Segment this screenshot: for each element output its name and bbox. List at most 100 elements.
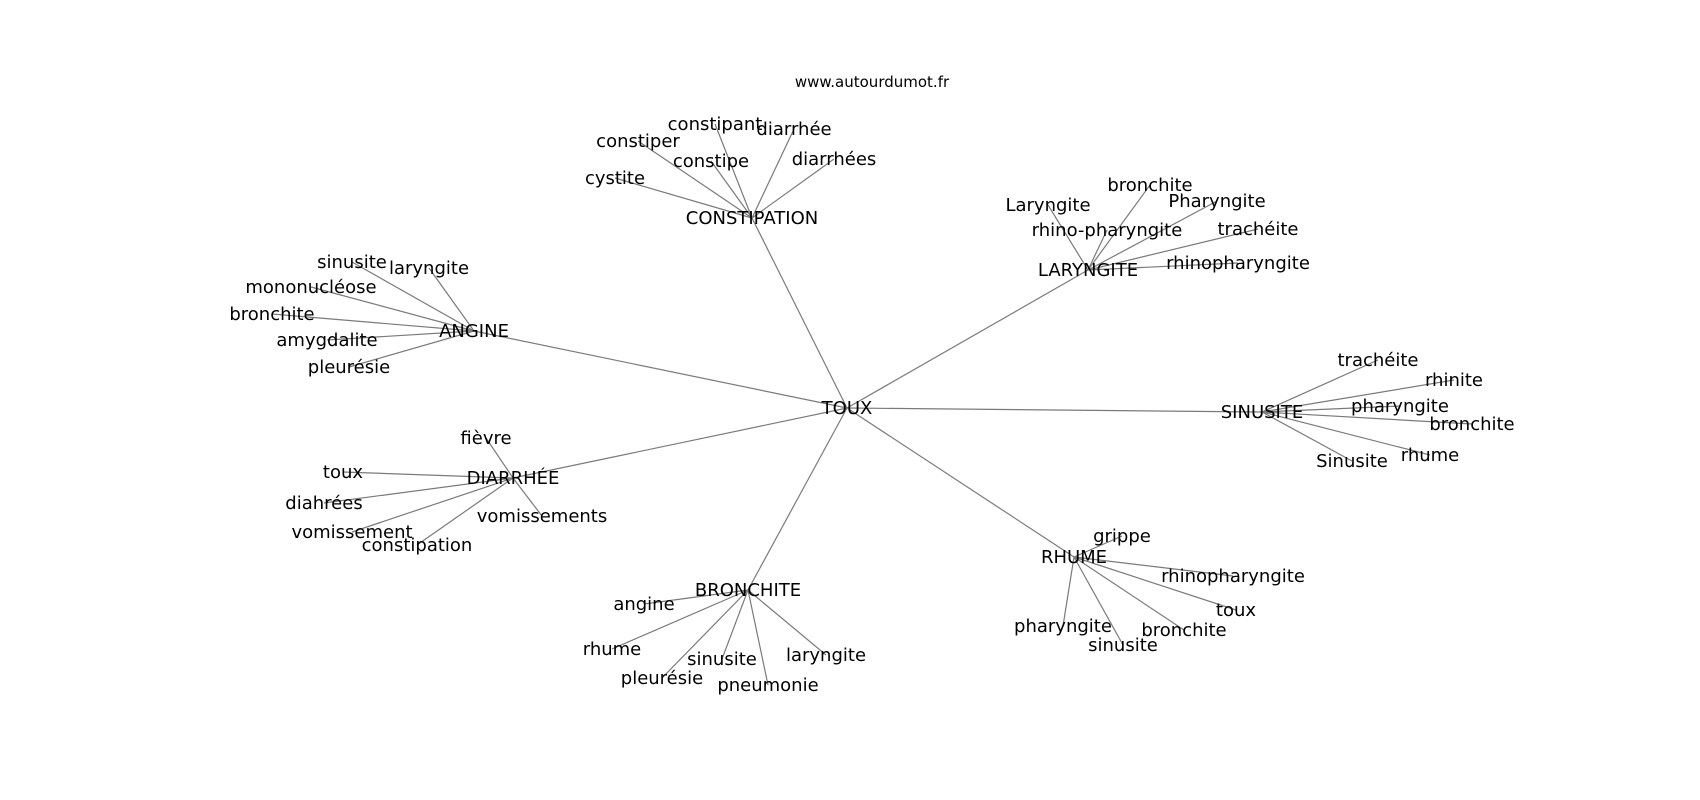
leaf-node-constipation-constipe: constipe bbox=[673, 151, 749, 172]
leaf-node-angine-bronchite: bronchite bbox=[229, 304, 314, 325]
edge-diarrhee-diahrees bbox=[323, 477, 514, 504]
leaf-node-angine-pleuresie: pleurésie bbox=[308, 357, 390, 378]
edge-bronchite-laryngite bbox=[747, 589, 827, 656]
edge-bronchite-pleuresie bbox=[661, 589, 749, 679]
leaf-node-diarrhee-constipation: constipation bbox=[362, 535, 473, 556]
edge-bronchite-pneumonie bbox=[747, 589, 769, 686]
hub-node-constipation: CONSTIPATION bbox=[686, 208, 819, 229]
leaf-node-sinusite-sinusite: Sinusite bbox=[1316, 451, 1388, 472]
leaf-node-laryngite-pharyngite: Pharyngite bbox=[1168, 191, 1265, 212]
leaf-node-laryngite-rhino-pharyngite: rhino-pharyngite bbox=[1032, 220, 1183, 241]
edge-sinusite-sinusite bbox=[1261, 411, 1353, 462]
leaf-node-bronchite-angine: angine bbox=[613, 594, 674, 615]
edge-center-sinusite bbox=[846, 407, 1263, 413]
edge-bronchite-angine bbox=[643, 589, 749, 605]
edge-angine-amygdalite bbox=[326, 330, 475, 341]
hub-node-rhume: RHUME bbox=[1041, 547, 1107, 568]
leaf-node-sinusite-rhume: rhume bbox=[1401, 445, 1460, 466]
edge-center-laryngite bbox=[846, 269, 1089, 409]
leaf-node-bronchite-pleuresie: pleurésie bbox=[621, 668, 703, 689]
edge-constipation-constipant bbox=[714, 123, 753, 219]
edge-rhume-rhinopharyngite bbox=[1073, 556, 1234, 577]
hub-node-bronchite: BRONCHITE bbox=[695, 580, 801, 601]
leaf-node-bronchite-sinusite: sinusite bbox=[687, 649, 757, 670]
leaf-node-sinusite-pharyngite: pharyngite bbox=[1351, 396, 1449, 417]
leaf-node-constipation-constipant: constipant bbox=[668, 114, 763, 135]
edge-constipation-cystite bbox=[614, 177, 753, 219]
hub-node-angine: ANGINE bbox=[439, 321, 509, 342]
edge-center-constipation bbox=[751, 217, 848, 409]
leaf-node-rhume-grippe: grippe bbox=[1093, 526, 1151, 547]
leaf-node-sinusite-rhinite: rhinite bbox=[1425, 370, 1483, 391]
edge-laryngite-pharyngite bbox=[1087, 200, 1218, 271]
leaf-node-sinusite-tracheite: trachéite bbox=[1338, 350, 1419, 371]
edge-diarrhee-toux bbox=[342, 471, 514, 479]
edge-angine-sinusite bbox=[351, 261, 475, 332]
edge-constipation-constipe bbox=[710, 160, 753, 219]
edge-laryngite-rhino-pharyngite bbox=[1087, 229, 1108, 271]
edge-angine-mononucleose bbox=[310, 286, 475, 332]
leaf-node-constipation-diarrhee: diarrhée bbox=[756, 119, 831, 140]
leaf-node-angine-sinusite: sinusite bbox=[317, 252, 387, 273]
leaf-node-laryngite-rhinopharyngite: rhinopharyngite bbox=[1166, 253, 1310, 274]
leaf-node-constipation-diarrhees: diarrhées bbox=[792, 149, 877, 170]
edge-laryngite-tracheite bbox=[1087, 228, 1259, 271]
edge-rhume-bronchite bbox=[1073, 556, 1185, 631]
edge-constipation-diarrhees bbox=[751, 158, 835, 219]
edge-sinusite-pharyngite bbox=[1261, 405, 1401, 413]
hub-node-sinusite: SINUSITE bbox=[1221, 402, 1303, 423]
edge-diarrhee-fievre bbox=[485, 437, 514, 479]
edge-laryngite-laryngite bbox=[1047, 204, 1089, 271]
edge-angine-pleuresie bbox=[348, 330, 475, 368]
leaf-node-sinusite-bronchite: bronchite bbox=[1429, 414, 1514, 435]
leaf-node-constipation-constiper: constiper bbox=[596, 131, 680, 152]
leaf-node-rhume-pharyngite: pharyngite bbox=[1014, 616, 1112, 637]
edge-laryngite-bronchite bbox=[1087, 184, 1151, 271]
leaf-node-angine-amygdalite: amygdalite bbox=[276, 330, 377, 351]
edge-laryngite-rhinopharyngite bbox=[1087, 262, 1239, 271]
leaf-node-laryngite-tracheite: trachéite bbox=[1218, 219, 1299, 240]
edge-center-diarrhee bbox=[512, 407, 848, 479]
edge-constipation-diarrhee bbox=[751, 128, 795, 219]
edge-sinusite-bronchite bbox=[1261, 411, 1473, 425]
edge-sinusite-tracheite bbox=[1261, 359, 1379, 413]
edge-rhume-pharyngite bbox=[1062, 556, 1075, 627]
leaf-node-rhume-rhinopharyngite: rhinopharyngite bbox=[1161, 566, 1305, 587]
leaf-node-diarrhee-diahrees: diahrées bbox=[285, 493, 362, 514]
edge-center-bronchite bbox=[747, 407, 848, 591]
edge-rhume-grippe bbox=[1073, 535, 1123, 558]
leaf-node-laryngite-laryngite: Laryngite bbox=[1005, 195, 1090, 216]
edge-diarrhee-vomissements bbox=[512, 477, 543, 517]
hub-node-diarrhee: DIARRHÉE bbox=[467, 467, 560, 489]
leaf-node-rhume-sinusite: sinusite bbox=[1088, 635, 1158, 656]
leaf-node-bronchite-laryngite: laryngite bbox=[786, 645, 866, 666]
edge-bronchite-sinusite bbox=[721, 589, 749, 660]
leaf-node-constipation-cystite: cystite bbox=[585, 168, 645, 189]
edge-angine-bronchite bbox=[271, 313, 475, 332]
edge-sinusite-rhume bbox=[1261, 411, 1431, 456]
leaf-node-bronchite-pneumonie: pneumonie bbox=[717, 675, 818, 696]
edge-center-angine bbox=[473, 330, 848, 409]
leaf-node-rhume-bronchite: bronchite bbox=[1141, 620, 1226, 641]
edge-center-rhume bbox=[846, 407, 1075, 558]
center-node-label: TOUX bbox=[821, 398, 873, 419]
edge-diarrhee-constipation bbox=[416, 477, 514, 546]
leaf-node-rhume-toux: toux bbox=[1216, 600, 1256, 621]
leaf-node-angine-laryngite: laryngite bbox=[389, 258, 469, 279]
leaf-node-laryngite-bronchite: bronchite bbox=[1107, 175, 1192, 196]
leaf-node-diarrhee-vomissement: vomissement bbox=[291, 522, 412, 543]
edges-layer bbox=[271, 123, 1473, 686]
edge-angine-laryngite bbox=[428, 267, 475, 332]
edge-sinusite-rhinite bbox=[1261, 379, 1455, 413]
hub-node-laryngite: LARYNGITE bbox=[1038, 260, 1138, 281]
leaf-node-angine-mononucleose: mononucléose bbox=[245, 277, 376, 298]
leaf-node-bronchite-rhume: rhume bbox=[583, 639, 642, 660]
edge-bronchite-rhume bbox=[611, 589, 749, 650]
source-label: www.autourdumot.fr bbox=[795, 73, 950, 91]
edge-constipation-constiper bbox=[637, 140, 753, 219]
leaf-node-diarrhee-vomissements: vomissements bbox=[477, 506, 607, 527]
leaf-node-diarrhee-fievre: fièvre bbox=[460, 428, 511, 449]
edge-diarrhee-vomissement bbox=[351, 477, 514, 533]
